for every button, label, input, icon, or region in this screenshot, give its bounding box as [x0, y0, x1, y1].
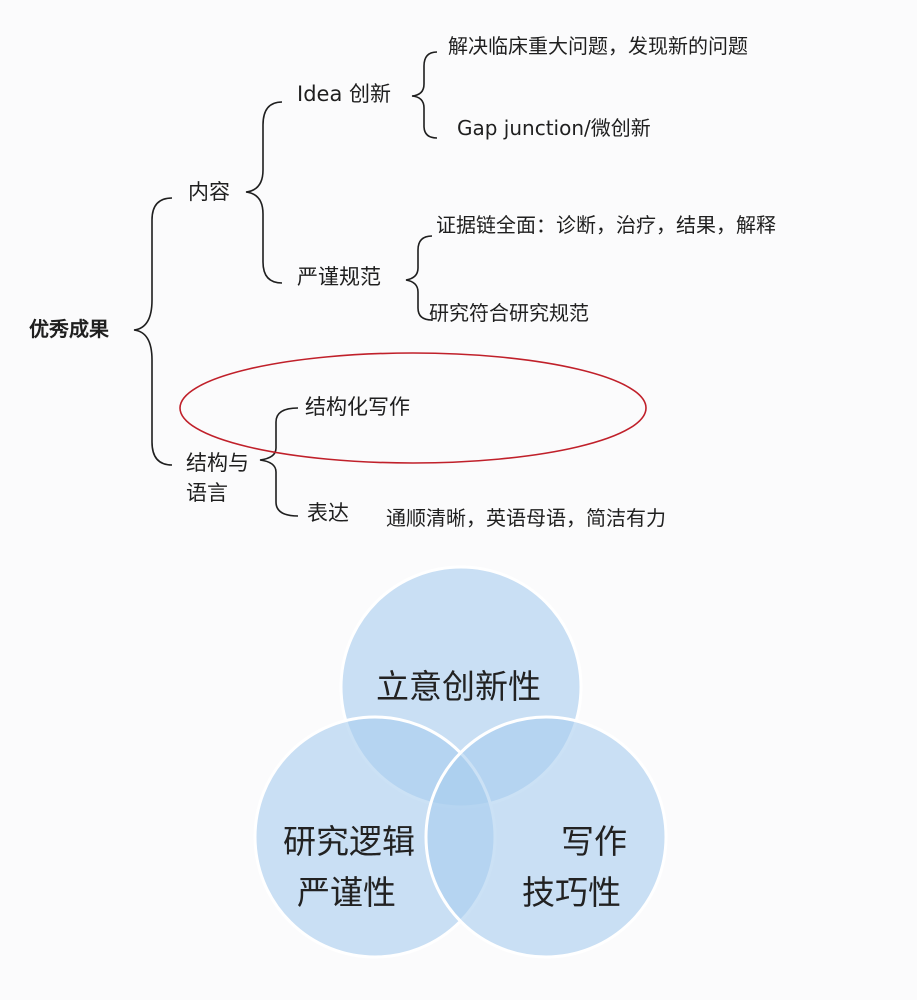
mindmap-connectors: [133, 51, 647, 517]
leaf-fluent-clear: 通顺清晰，英语母语，简洁有力: [386, 506, 666, 530]
node-structured-writing: 结构化写作: [305, 395, 410, 419]
leaf-gap-junction: Gap junction/微创新: [457, 116, 651, 140]
venn-label-writing-line1: 写作: [561, 822, 627, 861]
node-rigor: 严谨规范: [297, 265, 381, 289]
node-expression: 表达: [307, 501, 349, 525]
rigor-brace: [405, 235, 433, 321]
root-brace: [133, 197, 173, 466]
venn-label-logic-line2: 严谨性: [297, 873, 396, 912]
content-brace: [245, 101, 283, 284]
leaf-evidence-chain: 证据链全面：诊断，治疗，结果，解释: [436, 213, 776, 237]
leaf-solve-clinical-problems: 解决临床重大问题，发现新的问题: [448, 34, 748, 58]
venn-label-writing-line2: 技巧性: [522, 873, 621, 912]
idea-brace: [411, 51, 438, 139]
node-idea-innovation: Idea 创新: [297, 82, 391, 106]
venn-label-logic-line1: 研究逻辑: [283, 822, 415, 861]
venn-label-innovation: 立意创新性: [376, 667, 541, 706]
branch-content: 内容: [188, 180, 230, 204]
root-node: 优秀成果: [29, 317, 109, 341]
branch-structure-language-line1: 结构与: [186, 451, 249, 475]
venn-circle-writing: [424, 715, 668, 959]
venn-diagram: [253, 565, 668, 959]
branch-structure-language-line2: 语言: [186, 481, 228, 505]
highlight-ellipse: [179, 352, 647, 464]
leaf-research-norms: 研究符合研究规范: [429, 301, 589, 325]
structure-brace: [259, 407, 299, 517]
